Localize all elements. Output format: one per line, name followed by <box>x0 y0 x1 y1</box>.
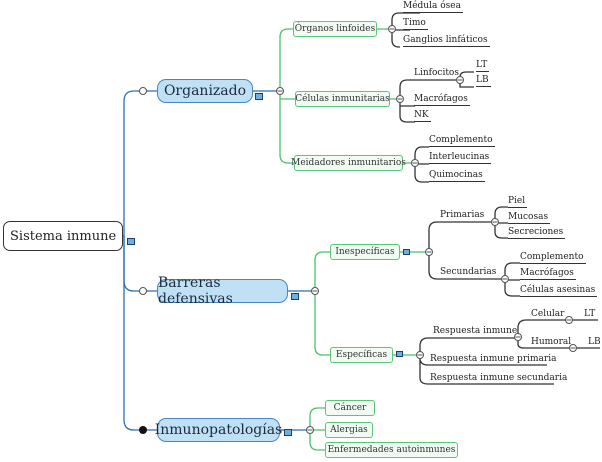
note-icon[interactable] <box>255 93 263 100</box>
leaf[interactable]: Ganglios linfáticos <box>403 35 490 47</box>
root-node[interactable]: Sistema inmune <box>3 221 123 251</box>
leaf[interactable]: Respuesta inmune secundaria <box>430 373 568 383</box>
note-icon[interactable] <box>403 249 410 255</box>
leaf[interactable]: Respuesta inmune <box>433 326 518 336</box>
node-cancer[interactable]: Cáncer <box>325 400 375 416</box>
node-label: Inmunopatologías <box>154 422 283 438</box>
leaf[interactable]: Piel <box>508 196 528 208</box>
node-label: Organizado <box>163 83 247 99</box>
leaf[interactable]: LB <box>588 337 601 347</box>
leaf[interactable]: Humoral <box>531 337 572 347</box>
node-enfermedades-autoinmunes[interactable]: Enfermedades autoinmunes <box>325 442 458 458</box>
node-especificas[interactable]: Específicas <box>330 347 393 363</box>
leaf[interactable]: Secundarias <box>440 267 497 277</box>
note-icon[interactable] <box>284 429 292 436</box>
note-icon[interactable] <box>291 293 299 300</box>
node-organizado[interactable]: Organizado <box>157 79 253 103</box>
leaf[interactable]: NK <box>414 110 431 122</box>
leaf[interactable]: Médula ósea <box>403 1 463 13</box>
node-inmunopatologias[interactable]: Inmunopatologías <box>154 418 283 442</box>
leaf[interactable]: LB <box>476 75 491 87</box>
node-mediadores-inmunitarios[interactable]: Meidadores inmunitarios <box>291 155 406 171</box>
leaf[interactable]: Complemento <box>520 252 586 264</box>
node-organos-linfoides[interactable]: Órganos linfoides <box>293 21 377 37</box>
leaf[interactable]: Células asesinas <box>520 285 598 297</box>
leaf[interactable]: Linfocitos <box>414 68 459 78</box>
note-icon[interactable] <box>127 238 135 245</box>
node-barreras-defensivas[interactable]: Barreras defensivas <box>157 275 288 307</box>
note-icon[interactable] <box>396 351 403 357</box>
leaf[interactable]: Quimocinas <box>429 170 485 182</box>
leaf[interactable]: Mucosas <box>508 212 551 224</box>
leaf[interactable]: Secreciones <box>508 227 566 239</box>
node-celulas-inmunitarias[interactable]: Células inmunitarias <box>295 91 390 107</box>
root-label: Sistema inmune <box>10 228 117 244</box>
leaf[interactable]: LT <box>476 60 490 72</box>
leaf[interactable]: Interleucinas <box>429 152 492 164</box>
leaf[interactable]: Respuesta inmune primaria <box>430 354 557 364</box>
leaf[interactable]: LT <box>584 309 596 319</box>
leaf[interactable]: Macrófagos <box>414 94 470 106</box>
leaf[interactable]: Complemento <box>429 135 495 147</box>
leaf[interactable]: Timo <box>403 18 428 30</box>
node-alergias[interactable]: Alergias <box>325 422 373 438</box>
node-inespecificas[interactable]: Inespecíficas <box>330 244 400 260</box>
leaf[interactable]: Celular <box>531 309 565 319</box>
leaf[interactable]: Primarias <box>440 210 485 220</box>
leaf[interactable]: Macrófagos <box>520 268 576 280</box>
node-label: Barreras defensivas <box>158 275 233 307</box>
